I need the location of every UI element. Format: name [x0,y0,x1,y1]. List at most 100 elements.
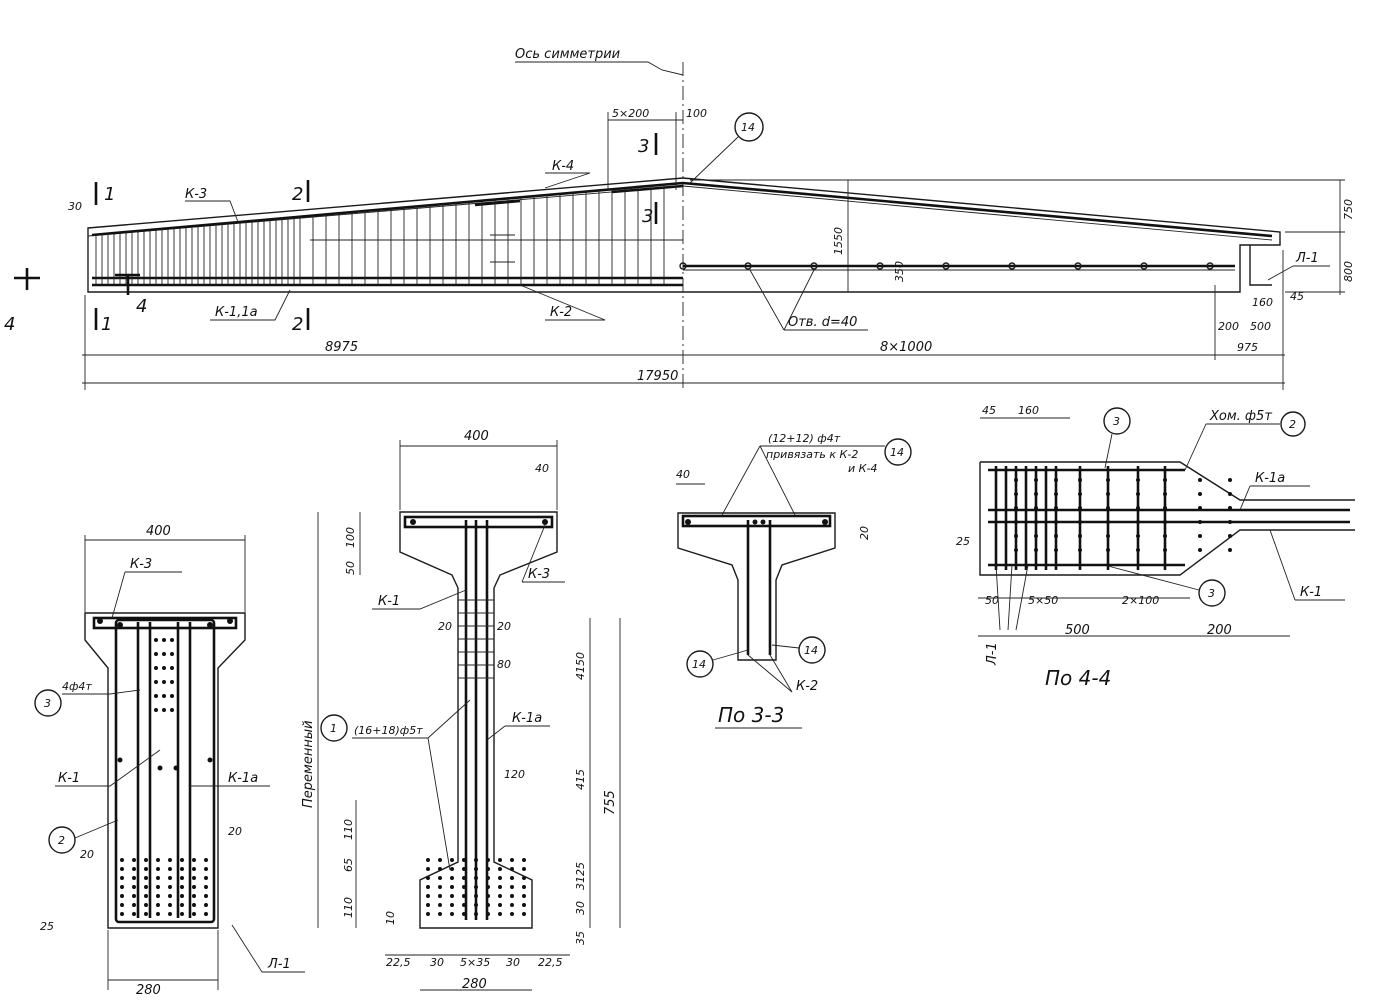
bar-dot [1078,520,1082,524]
bar-dot [1198,520,1202,524]
bar-dot [144,867,148,871]
bar-dot [438,867,442,871]
bar-dot [1136,492,1140,496]
bar-dot [1228,506,1232,510]
section-4-outline [979,461,1355,576]
bar-dot [1163,492,1167,496]
bar-dot [1034,492,1038,496]
bar-dot [156,885,160,889]
cut-label-2-top: 2 [292,184,303,205]
bar-dot [486,867,490,871]
bar-dot [1106,492,1110,496]
bar-dot [1136,520,1140,524]
bar-dot [1198,492,1202,496]
bar-dot [1228,534,1232,538]
bar-dot [498,867,502,871]
bar-dot [192,903,196,907]
bar-dot [450,876,454,880]
bar-dot [426,903,430,907]
bar-dot [170,666,174,670]
bar-dot [474,876,478,880]
bar-dot [522,858,526,862]
bar-dot [1034,520,1038,524]
s2-dim-30-v: 30 [574,901,587,915]
bar-dot [170,694,174,698]
bar-dot [192,858,196,862]
label-k4: К-4 [552,159,574,174]
svg-text:14: 14 [804,644,818,657]
bar-dot [426,867,430,871]
section-3-3: 40 20 (12+12) ф4т привязать к К-2 и К-4 … [676,432,912,729]
cut-label-1-top: 1 [104,184,115,205]
bar-dot [154,666,158,670]
bar-dot [204,858,208,862]
bar-dot [450,867,454,871]
bar-dot [192,894,196,898]
s1-label-4f4t: 4ф4т [62,680,92,693]
bar-dot [1228,478,1232,482]
bar-dot [1034,506,1038,510]
stirrup-lines [95,184,665,285]
bar-dot [1078,534,1082,538]
reinforcement-cage [91,181,684,287]
s2-dim-3125: 3125 [574,862,587,890]
bar-dot [207,622,213,628]
bar-dot [204,903,208,907]
s2-dim-4150: 4150 [574,652,587,680]
s3-callout-14-left [686,650,714,678]
bar-dot [1106,506,1110,510]
s2-dim-20-right: 20 [497,620,511,633]
bar-dot [1034,534,1038,538]
s1-callout-3 [34,689,62,717]
bar-dot [1106,548,1110,552]
bar-dot [144,903,148,907]
end-support-plate [1249,245,1272,286]
s4-callout-2 [1280,411,1306,437]
bar-dot [144,876,148,880]
axis-leader [515,61,684,76]
bar-dot [450,912,454,916]
s4-dim-25: 25 [956,535,970,548]
s4-dim-200: 200 [1207,623,1232,638]
s2-dim-80: 80 [497,658,511,671]
bar-dot [1034,478,1038,482]
svg-text:3: 3 [1208,587,1215,600]
s1-dim-25: 25 [40,920,54,933]
bar-dot [204,894,208,898]
bar-dot [168,894,172,898]
bar-dot [450,894,454,898]
bar-dot [144,894,148,898]
s2-label-k3: К-3 [528,567,550,582]
bar-dot [227,618,233,624]
bar-dot [162,666,166,670]
s2-label-k1a: К-1а [512,711,542,726]
s3-note-line2: привязать к К-2 [766,448,858,461]
bar-dot [192,885,196,889]
section-1-outline [84,612,246,929]
bar-dot [132,858,136,862]
s1-callout-2 [48,826,76,854]
dim-100: 100 [686,107,707,120]
bar-dot [154,680,158,684]
bar-dot [162,694,166,698]
bar-dot [168,903,172,907]
bar-dot [170,638,174,642]
s1-dim-280: 280 [136,983,161,998]
svg-text:14: 14 [692,658,706,671]
s2-dim-20-left: 20 [438,620,452,633]
cut-label-1-bottom: 1 [101,314,112,335]
bar-dot [1034,548,1038,552]
bar-dot [168,876,172,880]
bar-dot [426,876,430,880]
bar-dot [132,885,136,889]
bar-dot [474,867,478,871]
bar-dot [510,867,514,871]
bar-dot [162,652,166,656]
cut-label-3-bottom: 3 [642,206,653,227]
beam-outline [87,177,1281,293]
bar-dot [120,903,124,907]
s2-dim-120: 120 [504,768,525,781]
s3-note-line3: и К-4 [848,462,877,475]
s1-label-k1a: К-1а [228,771,258,786]
bar-dot [1163,534,1167,538]
